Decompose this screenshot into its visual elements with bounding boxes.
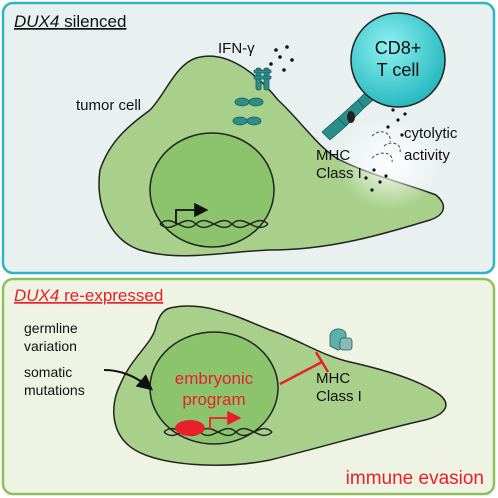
inhibition-symbol: [279, 351, 330, 386]
transcription-arrow-top: [175, 202, 209, 224]
dux4-protein: [175, 420, 205, 436]
immune-evasion-label: immune evasion: [346, 468, 484, 489]
mhc-label-bottom-line2: Class I: [316, 388, 362, 405]
mhc-label-top-line2: Class I: [316, 165, 362, 182]
embryonic-label-line1: embryonic: [175, 369, 254, 388]
perforin-pores: [371, 131, 401, 163]
tumor-cell-label: tumor cell: [76, 97, 141, 114]
somatic-label-line2: mutations: [24, 382, 85, 398]
top-panel-title: DUX4 silenced: [14, 12, 126, 31]
cytolytic-label-line1: cytolytic: [404, 125, 458, 142]
ifn-gamma-dots: [269, 45, 294, 72]
mhc-class-i-icon: [329, 328, 353, 351]
embryonic-label-line2: program: [182, 390, 245, 409]
nucleus-bottom: [149, 331, 279, 445]
ifn-receptor-icon: [253, 67, 272, 91]
cytolytic-label-line2: activity: [404, 147, 450, 164]
mhc-label-bottom-line1: MHC: [316, 370, 350, 387]
tcell-label-line2: T cell: [377, 60, 420, 80]
germline-label-line2: variation: [24, 338, 77, 354]
bottom-panel: DUX4 re-expressed embryonic program germ…: [1, 277, 496, 496]
cytolytic-glow: [338, 114, 442, 210]
signaling-molecules: [232, 97, 264, 126]
mhc-label-top-line1: MHC: [316, 147, 350, 164]
bottom-panel-title: DUX4 re-expressed: [14, 286, 163, 305]
cytolytic-granules: [364, 108, 407, 192]
top-panel: DUX4 silenced IFN-γ: [1, 1, 496, 275]
dna-helix-top: [159, 219, 269, 229]
cd8-t-cell: [350, 12, 446, 108]
mutation-arrow: [103, 369, 154, 391]
somatic-label-line1: somatic: [24, 364, 72, 380]
tcell-label-line1: CD8+: [375, 38, 422, 58]
nucleus-top: [149, 132, 275, 248]
ifn-gamma-label: IFN-γ: [218, 40, 255, 57]
transcription-arrow-bottom: [209, 410, 242, 430]
germline-label-line1: germline: [24, 320, 78, 336]
